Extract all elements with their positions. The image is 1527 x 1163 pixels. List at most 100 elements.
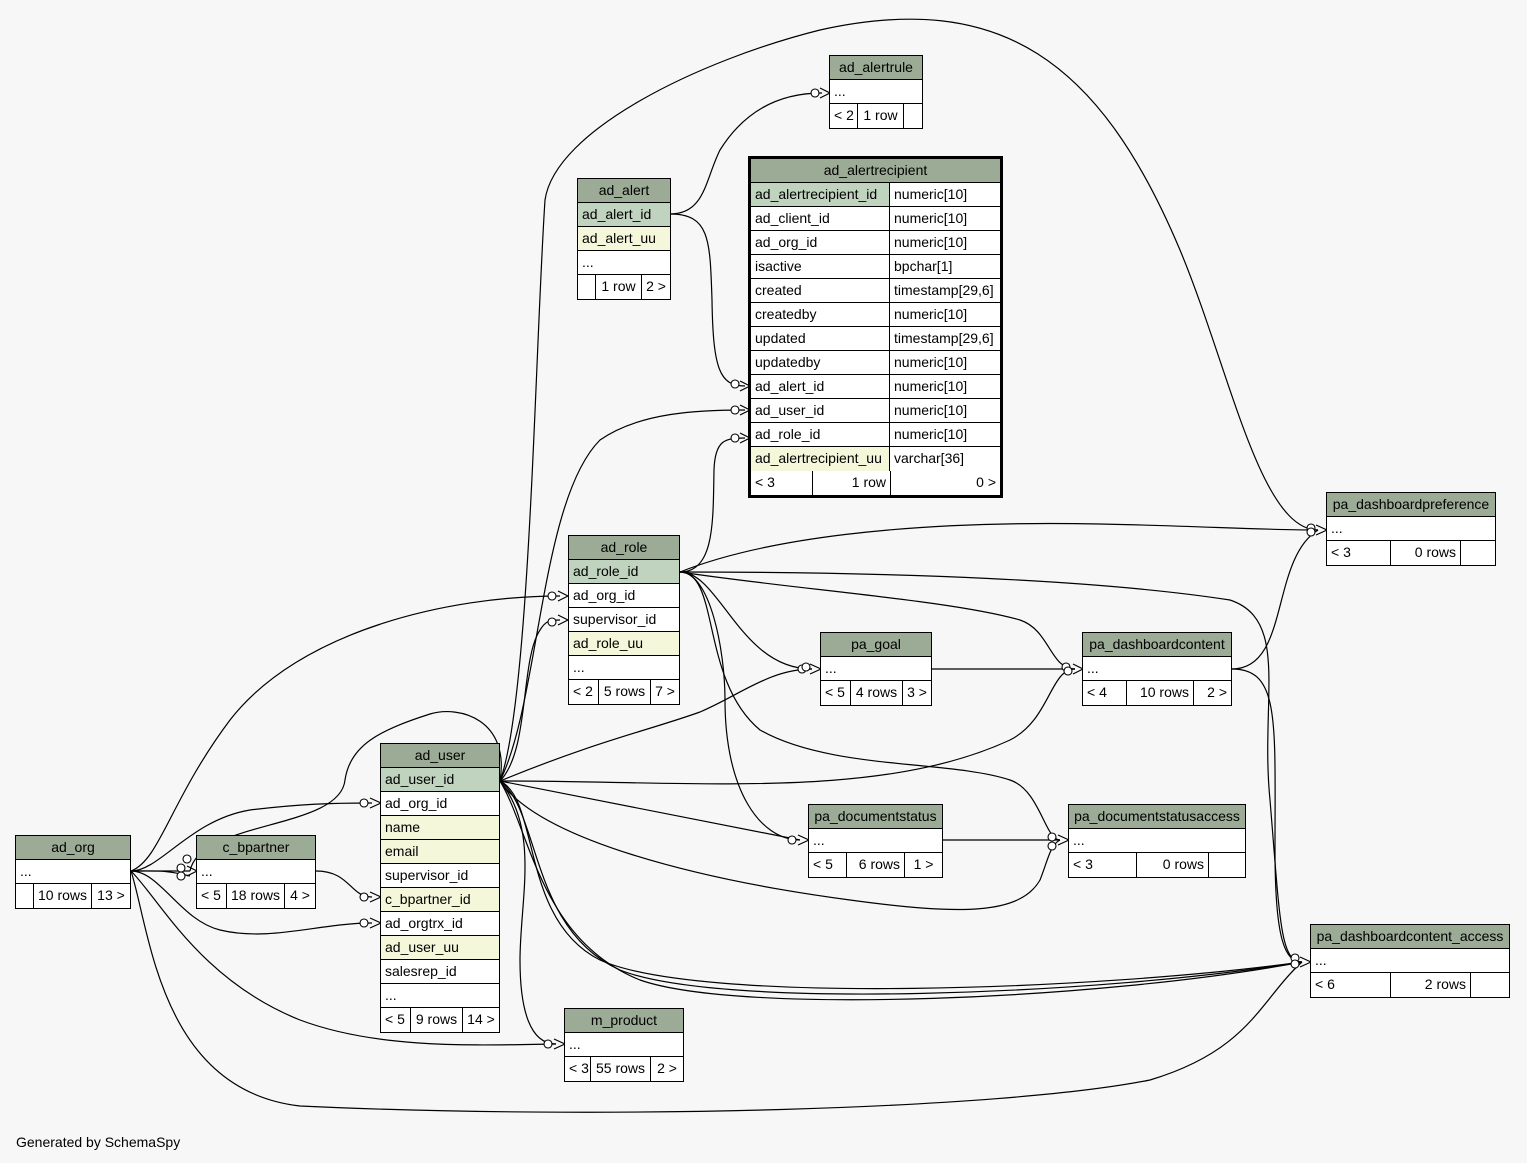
edge-user-docstatus [499, 780, 801, 841]
column-ad-user-id: ad_user_id [385, 771, 455, 787]
children-count[interactable]: 7 > [655, 683, 675, 699]
table-header[interactable]: ad_alert [578, 179, 670, 203]
children-count[interactable]: 1 > [913, 856, 934, 872]
table-header[interactable]: ad_alertrule [830, 56, 922, 80]
table-header[interactable]: ad_org [16, 836, 130, 860]
table-row: ... [573, 659, 585, 675]
column-type: numeric[10] [894, 426, 968, 442]
column-type: timestamp[29,6] [894, 330, 994, 346]
table-header[interactable]: ad_user [381, 744, 499, 768]
table-pa-documentstatusaccess[interactable]: pa_documentstatusaccess ... < 3 0 rows [1068, 804, 1246, 878]
edge-user-content [499, 668, 1076, 785]
table-ad-alert[interactable]: ad_alert ad_alert_id ad_alert_uu ... 1 r… [577, 178, 671, 300]
row-count: 9 rows [411, 1008, 463, 1032]
table-header[interactable]: ad_role [569, 536, 679, 560]
children-count[interactable] [1471, 973, 1509, 997]
column-type: numeric[10] [894, 210, 968, 226]
parents-count[interactable] [16, 884, 34, 908]
column-type: numeric[10] [894, 186, 968, 202]
parents-count[interactable]: < 3 [1069, 853, 1137, 877]
parents-count[interactable] [578, 275, 596, 299]
table-c-bpartner[interactable]: c_bpartner ... < 5 18 rows 4 > [196, 835, 316, 909]
table-header[interactable]: pa_dashboardpreference [1327, 493, 1495, 517]
table-m-product[interactable]: m_product ... < 3 55 rows 2 > [564, 1008, 684, 1082]
parents-count[interactable]: < 2 [830, 104, 858, 128]
children-count[interactable]: 2 > [1207, 684, 1227, 700]
children-count[interactable] [904, 104, 922, 128]
parents-count[interactable]: < 4 [1083, 681, 1127, 705]
table-header[interactable]: pa_dashboardcontent_access [1311, 925, 1509, 949]
column-name: name [385, 819, 421, 835]
parents-count[interactable]: < 3 [751, 471, 813, 495]
parents-count[interactable]: < 5 [381, 1008, 411, 1032]
edge-role-goal [679, 571, 813, 670]
children-count[interactable]: 14 > [467, 1011, 495, 1027]
children-count[interactable]: 13 > [97, 887, 125, 903]
table-header[interactable]: pa_documentstatusaccess [1069, 805, 1245, 829]
children-count[interactable]: 0 > [976, 474, 996, 490]
table-header[interactable]: pa_goal [821, 633, 931, 657]
parents-count[interactable]: < 2 [569, 680, 599, 704]
column-name: updated [751, 327, 890, 350]
table-header[interactable]: m_product [565, 1009, 683, 1033]
table-ad-role[interactable]: ad_role ad_role_id ad_org_id supervisor_… [568, 535, 680, 705]
table-header[interactable]: ad_alertrecipient [751, 159, 1000, 183]
edge-role-docstatus [679, 571, 801, 841]
children-count[interactable]: 2 > [646, 278, 666, 294]
children-count[interactable]: 3 > [907, 684, 927, 700]
parents-count[interactable]: < 3 [1327, 541, 1391, 565]
column-type: varchar[36] [894, 450, 965, 466]
parents-count[interactable]: < 3 [565, 1057, 591, 1081]
column-ad-alert-uu: ad_alert_uu [582, 230, 656, 246]
table-row: ... [20, 863, 32, 879]
parents-count[interactable]: < 5 [821, 681, 851, 705]
edge-user-bpartner-loop [189, 711, 502, 872]
table-ad-alertrule[interactable]: ad_alertrule ... < 2 1 row [829, 55, 923, 129]
parents-count[interactable]: < 6 [1311, 973, 1391, 997]
table-row: ... [1073, 832, 1085, 848]
column-ad-user-uu: ad_user_uu [385, 939, 459, 955]
table-header[interactable]: pa_dashboardcontent [1083, 633, 1231, 657]
children-count[interactable] [1461, 541, 1495, 565]
row-count: 5 rows [599, 680, 651, 704]
table-header[interactable]: c_bpartner [197, 836, 315, 860]
table-pa-documentstatus[interactable]: pa_documentstatus ... < 5 6 rows 1 > [808, 804, 943, 878]
column-name: ad_alertrecipient_id [751, 183, 890, 206]
parents-count[interactable]: < 5 [197, 884, 227, 908]
children-count[interactable]: 4 > [290, 887, 310, 903]
edge-user-dashaccess-2 [499, 780, 1303, 995]
edge-role-content [679, 571, 1076, 670]
table-pa-dashboardcontent-access[interactable]: pa_dashboardcontent_access ... < 6 2 row… [1310, 924, 1510, 998]
edge-content-dashpref [1231, 529, 1319, 670]
table-ad-org[interactable]: ad_org ... 10 rows 13 > [15, 835, 131, 909]
edge-role-alertrecipient [679, 437, 746, 573]
column-type: numeric[10] [894, 306, 968, 322]
edge-role-docaccess [679, 571, 1061, 841]
table-pa-dashboardpreference[interactable]: pa_dashboardpreference ... < 3 0 rows [1326, 492, 1496, 566]
row-count: 10 rows [34, 884, 92, 908]
table-ad-user[interactable]: ad_user ad_user_id ad_org_id name email … [380, 743, 500, 1033]
column-name: ad_org_id [751, 231, 890, 254]
children-count[interactable]: 2 > [657, 1060, 677, 1076]
table-header[interactable]: pa_documentstatus [809, 805, 942, 829]
row-count: 0 rows [1391, 541, 1461, 565]
table-row: ... [201, 863, 213, 879]
table-pa-dashboardcontent[interactable]: pa_dashboardcontent ... < 4 10 rows 2 > [1082, 632, 1232, 706]
table-pa-goal[interactable]: pa_goal ... < 5 4 rows 3 > [820, 632, 932, 706]
parents-count[interactable]: < 5 [809, 853, 847, 877]
column-name: ad_user_id [751, 399, 890, 422]
column-supervisor-id: supervisor_id [573, 611, 657, 627]
row-count: 55 rows [591, 1057, 651, 1081]
column-ad-role-id: ad_role_id [573, 563, 639, 579]
row-count: 1 row [858, 104, 904, 128]
edge-org-dashaccess [130, 870, 1303, 1113]
table-row: ... [569, 1036, 581, 1052]
column-name: ad_alert_id [751, 375, 890, 398]
children-count[interactable] [1209, 853, 1245, 877]
edge-org-role [130, 595, 561, 872]
